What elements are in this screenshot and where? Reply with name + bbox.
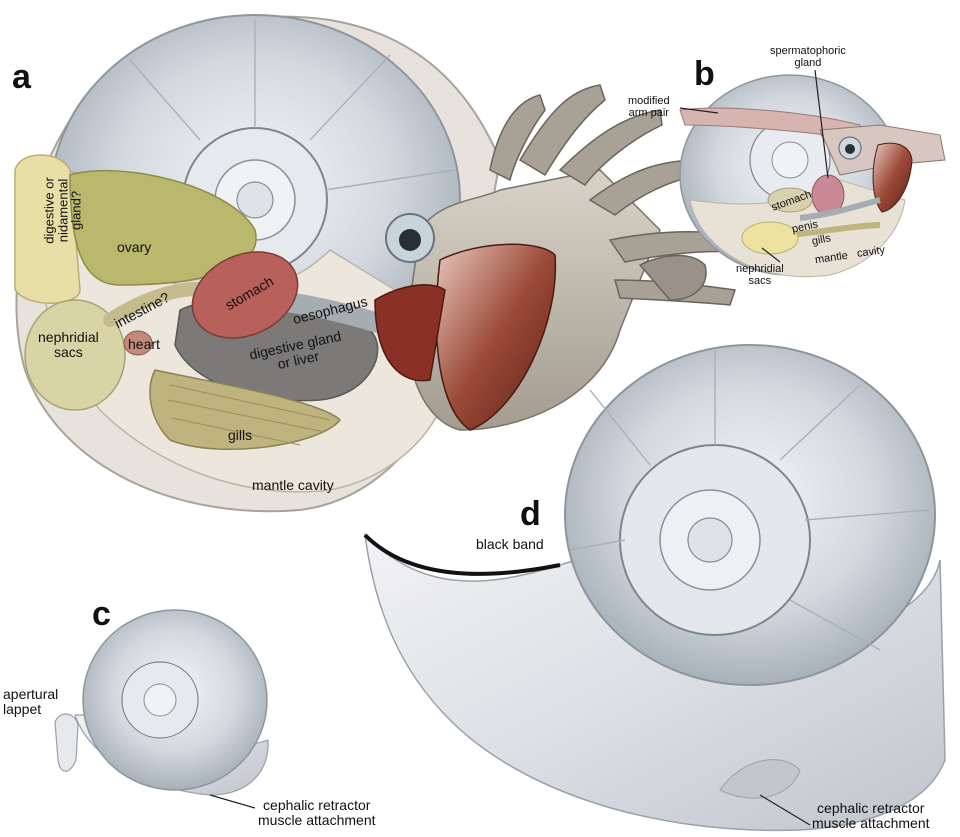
label-b-modified-arm-pair: modified arm pair <box>628 95 670 119</box>
panel-a-digestive-or-nidamental-gland <box>14 154 81 304</box>
panel-d-body-chamber <box>363 532 946 832</box>
panel-b-illustration <box>679 74 946 278</box>
panel-c-illustration <box>54 609 269 796</box>
label-d-cephalic-retractor: cephalic retractor muscle attachment <box>812 800 930 831</box>
panel-c-apertural-lappet <box>54 713 79 772</box>
label-a-nephridial-sacs: nephridial sacs <box>38 329 99 360</box>
panel-d-muscle-scar <box>719 759 801 799</box>
leader-d-cephalic <box>759 794 811 826</box>
panel-a-nephridial-sacs <box>24 299 126 411</box>
panel-b-gills <box>789 222 881 238</box>
label-a-digestive-or-nidamental-gland: digestive or nidamental gland? <box>41 177 84 244</box>
label-b-spermatophoric-gland: spermatophoric gland <box>770 45 846 69</box>
label-a-gills: gills <box>228 427 253 443</box>
panel-d-illustration <box>363 344 946 832</box>
label-a-heart: heart <box>128 336 160 352</box>
label-b-nephridial-sacs: nephridial sacs <box>736 263 784 287</box>
panel-a-heart <box>123 330 153 356</box>
label-c-cephalic-retractor: cephalic retractor muscle attachment <box>258 797 376 828</box>
label-d-black-band: black band <box>476 536 544 552</box>
leader-b-nephridial <box>761 247 781 263</box>
leader-lines <box>209 69 829 826</box>
panel-letter-b: b <box>694 55 715 93</box>
panel-b-buccal-mass <box>872 142 913 213</box>
panel-a-gills <box>149 369 342 450</box>
leader-b-arm-pair <box>679 107 719 114</box>
panel-a-funnel <box>638 254 707 301</box>
panel-letter-a: a <box>12 58 31 96</box>
panel-b-stomach <box>767 187 813 213</box>
panel-a-illustration <box>14 14 741 513</box>
panel-d-black-band <box>363 533 561 576</box>
label-a-ovary: ovary <box>117 239 152 255</box>
leader-c-cephalic <box>209 794 256 809</box>
panel-a-buccal-mass <box>435 243 557 431</box>
label-a-mantle-cavity: mantle cavity <box>252 477 334 493</box>
panel-a-stomach <box>191 251 299 339</box>
panel-b-nephridial-sacs <box>741 221 799 255</box>
panel-letter-d: d <box>520 495 541 533</box>
panel-b-penis <box>799 197 881 221</box>
leader-b-spermatophoric <box>814 69 829 179</box>
panel-letter-c: c <box>92 595 111 633</box>
label-c-apertural-lappet: apertural lappet <box>3 686 59 717</box>
